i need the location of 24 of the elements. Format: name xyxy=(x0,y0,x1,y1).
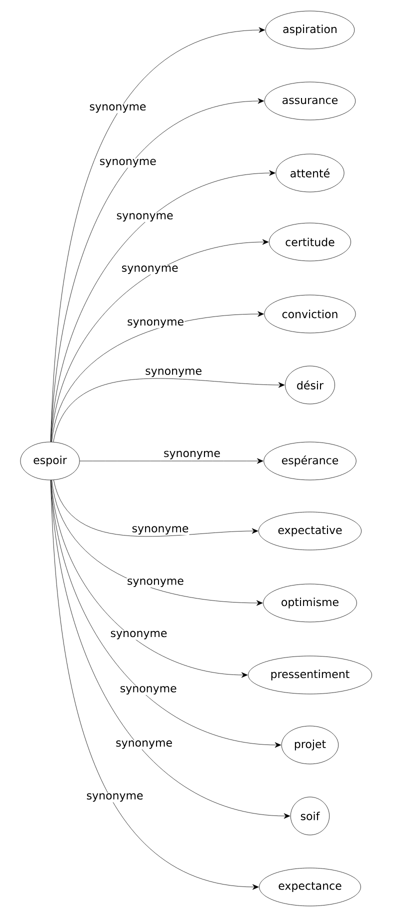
edge-label: synonyme xyxy=(132,526,188,535)
arrow xyxy=(50,480,259,890)
edge-label: synonyme xyxy=(120,686,176,695)
edge-label: synonyme xyxy=(116,213,173,222)
arrow xyxy=(52,480,263,606)
edge-label: synonyme xyxy=(90,104,146,113)
edge-label: synonyme xyxy=(128,319,184,328)
edge-label: synonyme xyxy=(100,158,156,168)
edge-label: synonyme xyxy=(116,740,172,749)
arrow xyxy=(53,378,285,442)
edge-label: synonyme xyxy=(146,368,202,378)
edge-label: synonyme xyxy=(86,793,143,802)
arrow xyxy=(53,480,258,537)
arrow xyxy=(51,239,269,442)
arrow xyxy=(50,98,264,442)
arrow xyxy=(50,480,282,748)
arrow xyxy=(51,480,248,678)
arrow xyxy=(50,170,276,442)
edge-label: synonyme xyxy=(128,578,184,588)
edge-label: synonyme xyxy=(110,630,167,640)
arrow xyxy=(52,311,264,442)
arrow xyxy=(80,458,264,464)
edge-label: synonyme xyxy=(122,266,178,274)
edge-label: synonyme xyxy=(164,450,220,460)
